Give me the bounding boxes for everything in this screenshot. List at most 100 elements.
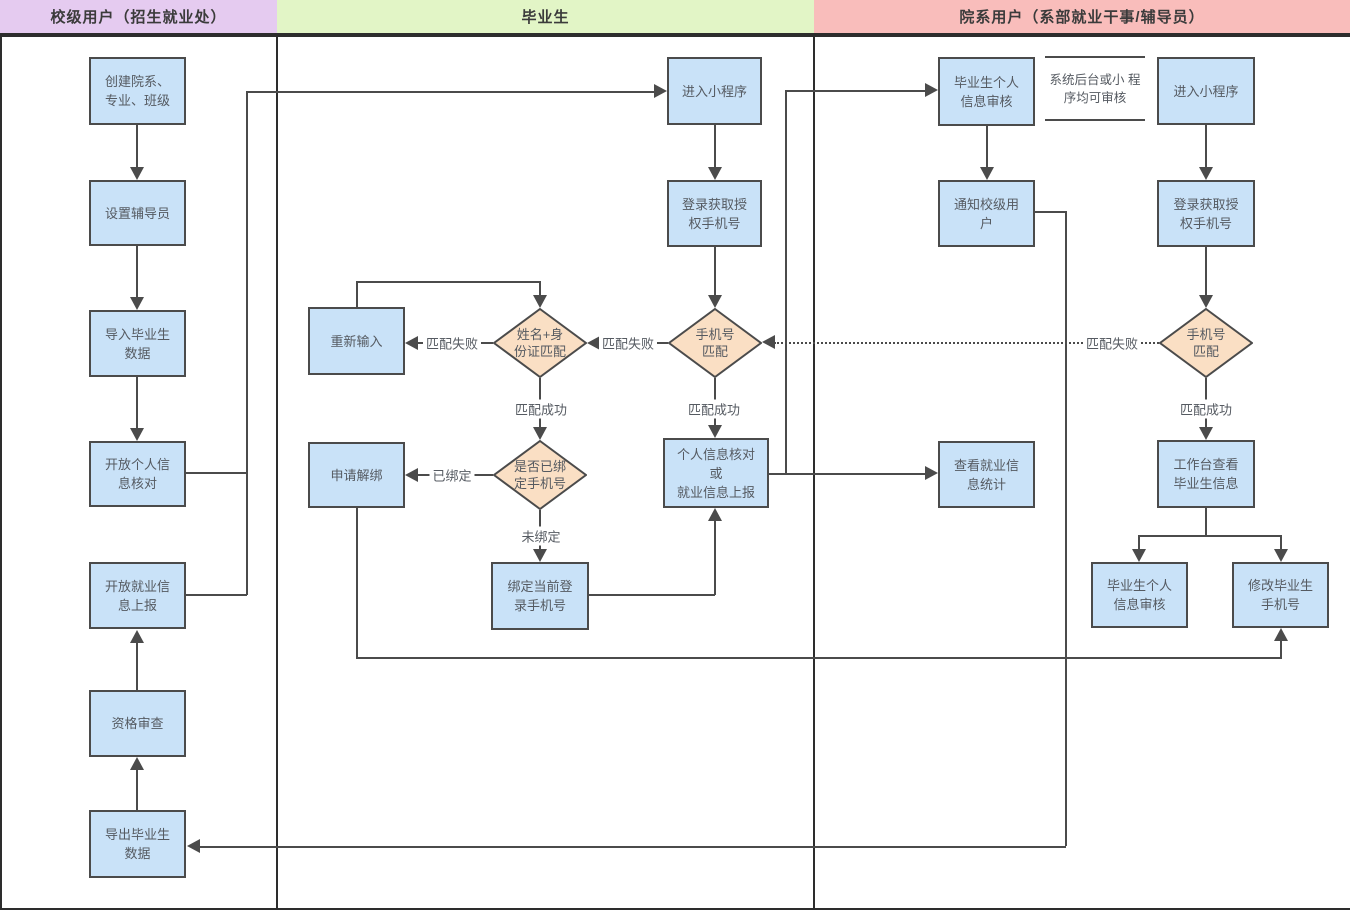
frame-left [0, 0, 2, 910]
edge-arrowhead [405, 336, 418, 350]
node-label: 资格审查 [111, 716, 164, 731]
node-import-graduate-data[interactable]: 导入毕业生 数据 [89, 310, 186, 377]
edge-arrowhead [587, 336, 600, 350]
node-workbench-view[interactable]: 工作台查看 毕业生信息 [1157, 440, 1255, 508]
diamond-shape [493, 440, 587, 510]
edge-arrowhead [533, 295, 547, 308]
edge-arrowhead [1274, 628, 1288, 641]
node-apply-unbind[interactable]: 申请解绑 [308, 442, 405, 508]
edge-arrowhead [1274, 549, 1288, 562]
node-enter-miniprogram-dept[interactable]: 进入小程序 [1157, 57, 1255, 125]
node-modify-graduate-phone[interactable]: 修改毕业生 手机号 [1232, 562, 1329, 628]
edge-line [1280, 641, 1282, 657]
node-re-input[interactable]: 重新输入 [308, 307, 405, 375]
node-label: 通知校级用 户 [953, 196, 1019, 231]
node-label: 登录获取授 权手机号 [1173, 196, 1239, 231]
edge-label-unbound: 未绑定 [518, 526, 564, 546]
edge-line [1205, 508, 1207, 535]
node-qualification-review[interactable]: 资格审查 [89, 690, 186, 757]
edge-label-match-fail: 匹配失败 [1082, 333, 1142, 353]
node-grad-info-review-bottom[interactable]: 毕业生个人 信息审核 [1091, 562, 1188, 628]
node-label: 姓名+身 份证匹配 [513, 327, 566, 359]
lane-title: 校级用户（招生就业处） [50, 9, 227, 26]
edge-line [356, 281, 540, 283]
edge-line [1035, 211, 1066, 213]
edge-line [785, 91, 787, 473]
node-open-info-check[interactable]: 开放个人信 息核对 [89, 441, 186, 507]
edge-line [1205, 247, 1207, 295]
edge-arrowhead [533, 549, 547, 562]
edge-label-match-success: 匹配成功 [1176, 399, 1236, 419]
node-grad-info-review-top[interactable]: 毕业生个人 信息审核 [938, 57, 1035, 126]
edge-label-match-success: 匹配成功 [511, 399, 571, 419]
edge-line [136, 770, 138, 810]
edge-arrowhead [130, 167, 144, 180]
edge-arrowhead [925, 83, 938, 97]
node-create-depts[interactable]: 创建院系、 专业、班级 [89, 57, 186, 125]
edge-arrowhead [405, 468, 418, 482]
node-label: 创建院系、 专业、班级 [104, 74, 170, 108]
lane-divider-1 [276, 0, 278, 910]
node-open-employment-report[interactable]: 开放就业信 息上报 [89, 562, 186, 629]
node-label: 毕业生个人 信息审核 [953, 74, 1019, 109]
edge-line [986, 126, 988, 167]
edge-arrowhead [1199, 167, 1213, 180]
node-label: 个人信息核对 或 就业信息上报 [676, 446, 755, 500]
edge-arrowhead [130, 630, 144, 643]
edge-line [136, 125, 138, 167]
edge-line [186, 472, 247, 474]
node-set-counselor[interactable]: 设置辅导员 [89, 180, 186, 246]
edge-line [714, 521, 716, 595]
node-label: 是否已绑 定手机号 [513, 459, 566, 491]
node-label: 导入毕业生 数据 [104, 326, 170, 361]
node-phone-match-grad[interactable]: 手机号 匹配 [668, 308, 762, 378]
edge-line [1280, 535, 1282, 549]
edge-line [785, 90, 925, 92]
node-notify-school-user[interactable]: 通知校级用 户 [938, 180, 1035, 247]
node-label: 开放个人信 息核对 [104, 457, 170, 491]
node-bind-check[interactable]: 是否已绑 定手机号 [493, 440, 587, 510]
lane-header-school-user: 校级用户（招生就业处） [0, 0, 277, 37]
edge-line [136, 246, 138, 297]
node-label: 手机号 匹配 [695, 327, 735, 359]
edge-line [1138, 535, 1282, 537]
node-label: 重新输入 [330, 333, 383, 349]
node-export-graduate-data[interactable]: 导出毕业生 数据 [89, 810, 186, 878]
note-text: 系统后台或小 程序均可审核 [1049, 72, 1141, 105]
edge-line [246, 91, 654, 93]
lane-header-dept-user: 院系用户（系部就业干事/辅导员） [814, 0, 1350, 37]
diamond-shape [668, 308, 762, 378]
node-label: 申请解绑 [330, 467, 383, 483]
edge-arrowhead [1199, 295, 1213, 308]
edge-line [246, 91, 248, 595]
edge-arrowhead [533, 427, 547, 440]
node-label: 进入小程序 [681, 83, 747, 99]
edge-arrowhead [654, 84, 667, 98]
node-name-id-match[interactable]: 姓名+身 份证匹配 [493, 308, 587, 378]
node-info-check-or-report[interactable]: 个人信息核对 或 就业信息上报 [663, 438, 769, 508]
edge-line [714, 247, 716, 295]
edge-line [1205, 125, 1207, 167]
edge-line [200, 846, 1066, 848]
node-label: 进入小程序 [1173, 83, 1239, 99]
node-bind-current-phone[interactable]: 绑定当前登 录手机号 [491, 562, 589, 630]
edge-arrowhead [130, 297, 144, 310]
node-phone-match-dept[interactable]: 手机号 匹配 [1159, 308, 1253, 378]
node-login-auth-grad[interactable]: 登录获取授 权手机号 [667, 180, 762, 247]
diamond-shape [1159, 308, 1253, 378]
node-enter-miniprogram-grad[interactable]: 进入小程序 [667, 57, 762, 125]
node-label: 手机号 匹配 [1186, 327, 1226, 359]
edge-line [356, 281, 358, 307]
lane-title: 院系用户（系部就业干事/辅导员） [959, 9, 1205, 26]
edge-arrowhead [708, 425, 722, 438]
edge-line [136, 643, 138, 690]
edge-line [539, 281, 541, 295]
node-view-employment-stats[interactable]: 查看就业信 息统计 [938, 441, 1035, 508]
node-login-auth-dept[interactable]: 登录获取授 权手机号 [1157, 180, 1255, 247]
edge-arrowhead [980, 167, 994, 180]
node-label: 开放就业信 息上报 [104, 578, 170, 613]
edge-line [589, 594, 715, 596]
edge-line [136, 377, 138, 428]
node-label: 修改毕业生 手机号 [1247, 578, 1313, 612]
edge-line [714, 125, 716, 167]
